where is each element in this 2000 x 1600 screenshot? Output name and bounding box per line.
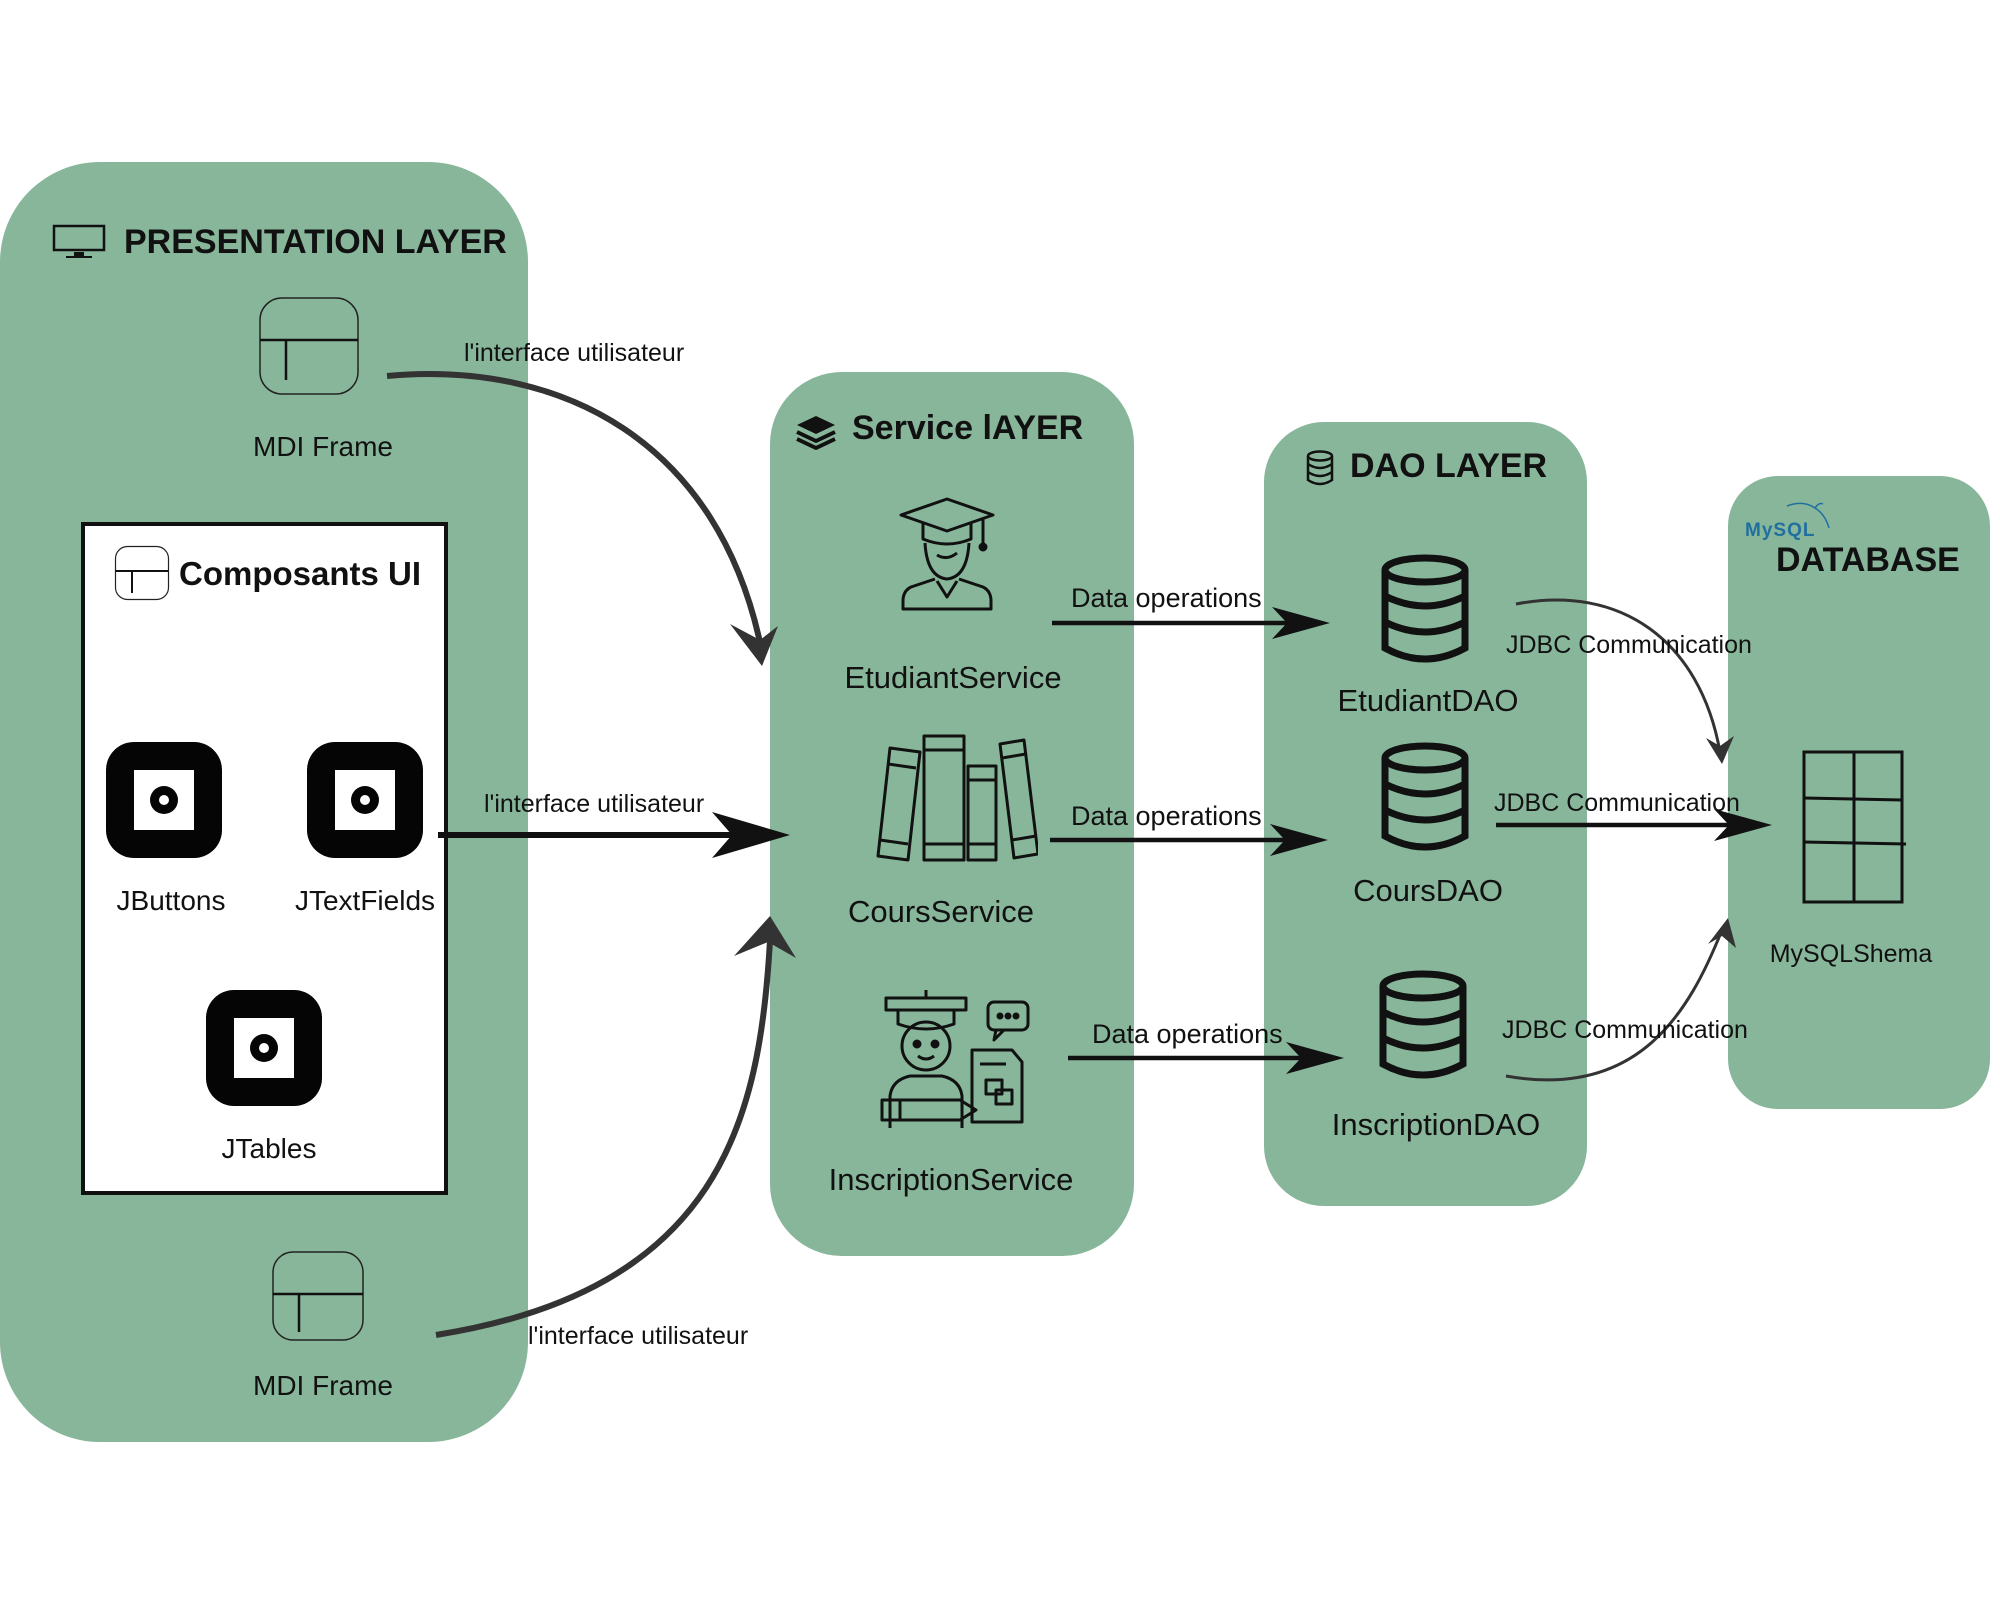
service-edge-label-1: Data operations — [1071, 583, 1262, 613]
jdbc-edge-label-3: JDBC Communication — [1502, 1016, 1748, 1044]
jdbc-edge-label-1: JDBC Communication — [1506, 631, 1752, 659]
database-layer — [1728, 476, 1990, 1109]
inscription-service-label: InscriptionService — [828, 1162, 1074, 1197]
service-edge-label-2: Data operations — [1071, 801, 1262, 831]
service-layer — [770, 372, 1134, 1256]
arrowhead — [1286, 1042, 1344, 1074]
button-square-icon — [106, 742, 222, 858]
button-square-icon — [307, 742, 423, 858]
arrowhead — [712, 812, 790, 858]
button-square-icon — [206, 990, 322, 1106]
database-layer-title: DATABASE — [1776, 541, 1960, 579]
monitor-icon — [52, 224, 106, 258]
presentation-layer-title: PRESENTATION LAYER — [124, 223, 507, 261]
dao-to-db-arrow-1 — [1515, 598, 1722, 753]
student-learning-icon — [880, 990, 1030, 1128]
cours-dao-label: CoursDAO — [1353, 873, 1503, 908]
window-frame-icon — [272, 1251, 364, 1341]
mysql-logo-text: MySQL — [1745, 520, 1816, 541]
ui-edge-label-top: l'interface utilisateur — [464, 339, 685, 367]
ui-edge-label-middle: l'interface utilisateur — [484, 790, 705, 818]
graduate-student-icon — [899, 497, 995, 611]
stack-layers-icon — [796, 416, 836, 450]
dao-to-db-arrow-3 — [1505, 929, 1724, 1082]
etudiant-service-label: EtudiantService — [844, 660, 1062, 695]
mysql-schema-label: MySQLShema — [1769, 940, 1933, 968]
window-frame-icon — [259, 297, 359, 395]
mdi-frame-top-label: MDI Frame — [253, 431, 393, 462]
database-icon — [1306, 450, 1334, 486]
database-cylinder-icon — [1379, 970, 1467, 1079]
dao-layer-title: DAO LAYER — [1350, 447, 1548, 485]
arrowhead — [1714, 809, 1772, 841]
books-icon — [876, 734, 1038, 862]
cours-service-label: CoursService — [847, 894, 1035, 929]
arrowhead — [1706, 736, 1734, 764]
database-cylinder-icon — [1381, 554, 1469, 663]
database-cylinder-icon — [1381, 742, 1469, 851]
service-edge-label-3: Data operations — [1092, 1019, 1283, 1049]
jbuttons-label: JButtons — [116, 885, 226, 916]
arrowhead — [1272, 607, 1330, 639]
window-frame-icon — [114, 545, 170, 601]
jdbc-edge-label-2: JDBC Communication — [1494, 789, 1740, 817]
jtextfields-label: JTextFields — [294, 885, 436, 916]
arrowhead — [734, 916, 796, 958]
inscription-dao-label: InscriptionDAO — [1331, 1107, 1541, 1142]
arrowhead — [1270, 824, 1328, 856]
ui-to-service-arrow-bottom — [435, 939, 773, 1338]
dolphin-icon — [1786, 502, 1830, 529]
service-layer-title: Service lAYER — [852, 409, 1084, 447]
ui-edge-label-bottom: l'interface utilisateur — [528, 1322, 749, 1350]
ui-to-service-arrow-top — [386, 371, 765, 653]
mdi-frame-bottom-label: MDI Frame — [253, 1370, 393, 1401]
mysql-logo: MySQL — [1745, 500, 1835, 544]
jtables-label: JTables — [221, 1133, 317, 1164]
ui-components-title: Composants UI — [179, 555, 422, 592]
arrowhead — [1708, 918, 1736, 948]
table-grid-icon — [1802, 750, 1907, 904]
arrowhead — [730, 624, 778, 666]
etudiant-dao-label: EtudiantDAO — [1337, 683, 1519, 718]
